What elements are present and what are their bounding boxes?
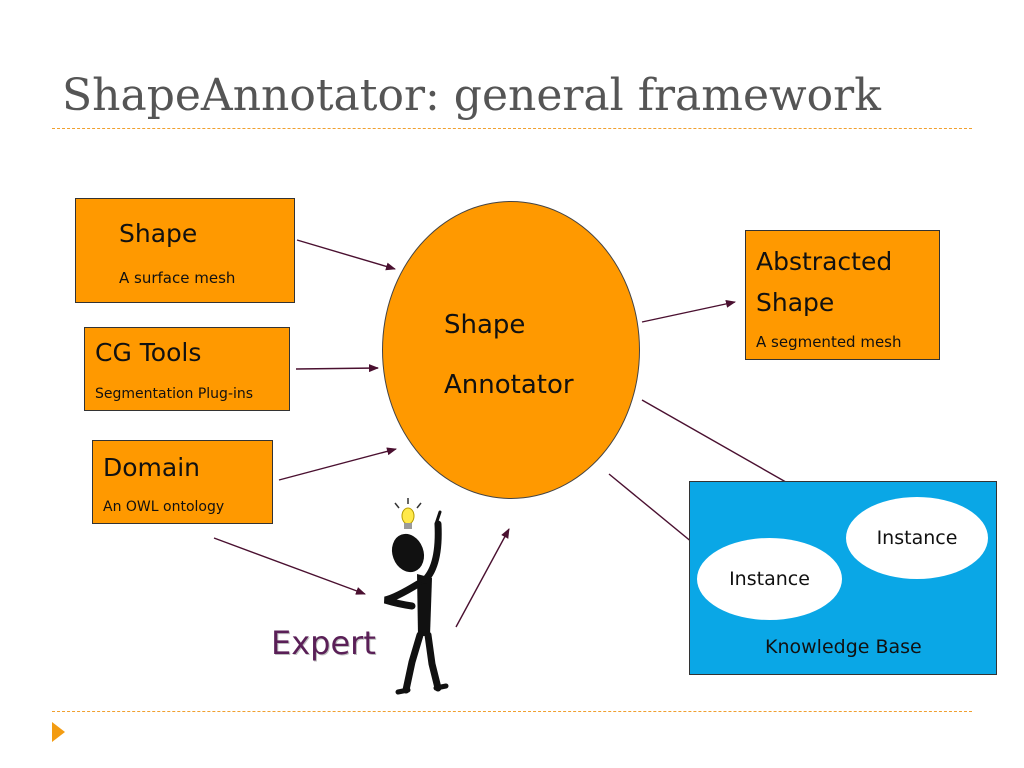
shape-annotator-node — [382, 201, 640, 499]
annotator-label-line2: Annotator — [444, 370, 574, 400]
expert-label: Expert — [271, 624, 376, 662]
footer-divider — [52, 711, 972, 712]
triangle-bullet-icon — [52, 722, 65, 742]
input-box-shape: Shape A surface mesh — [75, 198, 295, 303]
input-box-domain: Domain An OWL ontology — [92, 440, 273, 524]
arrow-shape-to-annotator — [296, 239, 396, 271]
input-cg-tools-detail: Segmentation Plug-ins — [95, 386, 254, 402]
output-box-abstracted-shape: Abstracted Shape A segmented mesh — [745, 230, 940, 360]
input-cg-tools-heading: CG Tools — [95, 338, 202, 367]
arrow-expert-to-annotator — [455, 528, 510, 628]
instance-node-upper: Instance — [846, 497, 988, 579]
knowledge-base-label: Knowledge Base — [765, 636, 922, 658]
instance-node-lower: Instance — [697, 538, 842, 620]
input-box-cg-tools: CG Tools Segmentation Plug-ins — [84, 327, 290, 411]
output-detail: A segmented mesh — [756, 333, 902, 351]
input-domain-detail: An OWL ontology — [103, 499, 225, 515]
output-heading: Abstracted Shape — [756, 247, 893, 317]
arrow-annotator-to-instance-lower — [608, 473, 705, 553]
arrow-domain-to-annotator — [278, 447, 397, 481]
stick-figure-expert-icon — [383, 510, 449, 695]
input-domain-heading: Domain — [103, 453, 201, 482]
title-divider — [52, 128, 972, 129]
lightbulb-icon — [394, 498, 422, 529]
slide-title: ShapeAnnotator: general framework — [62, 70, 881, 121]
arrow-cgtools-to-annotator — [295, 364, 379, 373]
arrow-domain-to-expert — [213, 537, 366, 595]
annotator-label-line1: Shape — [444, 310, 526, 340]
input-shape-detail: A surface mesh — [119, 269, 236, 287]
input-shape-heading: Shape — [119, 219, 198, 248]
arrow-annotator-to-abstracted — [641, 299, 736, 323]
